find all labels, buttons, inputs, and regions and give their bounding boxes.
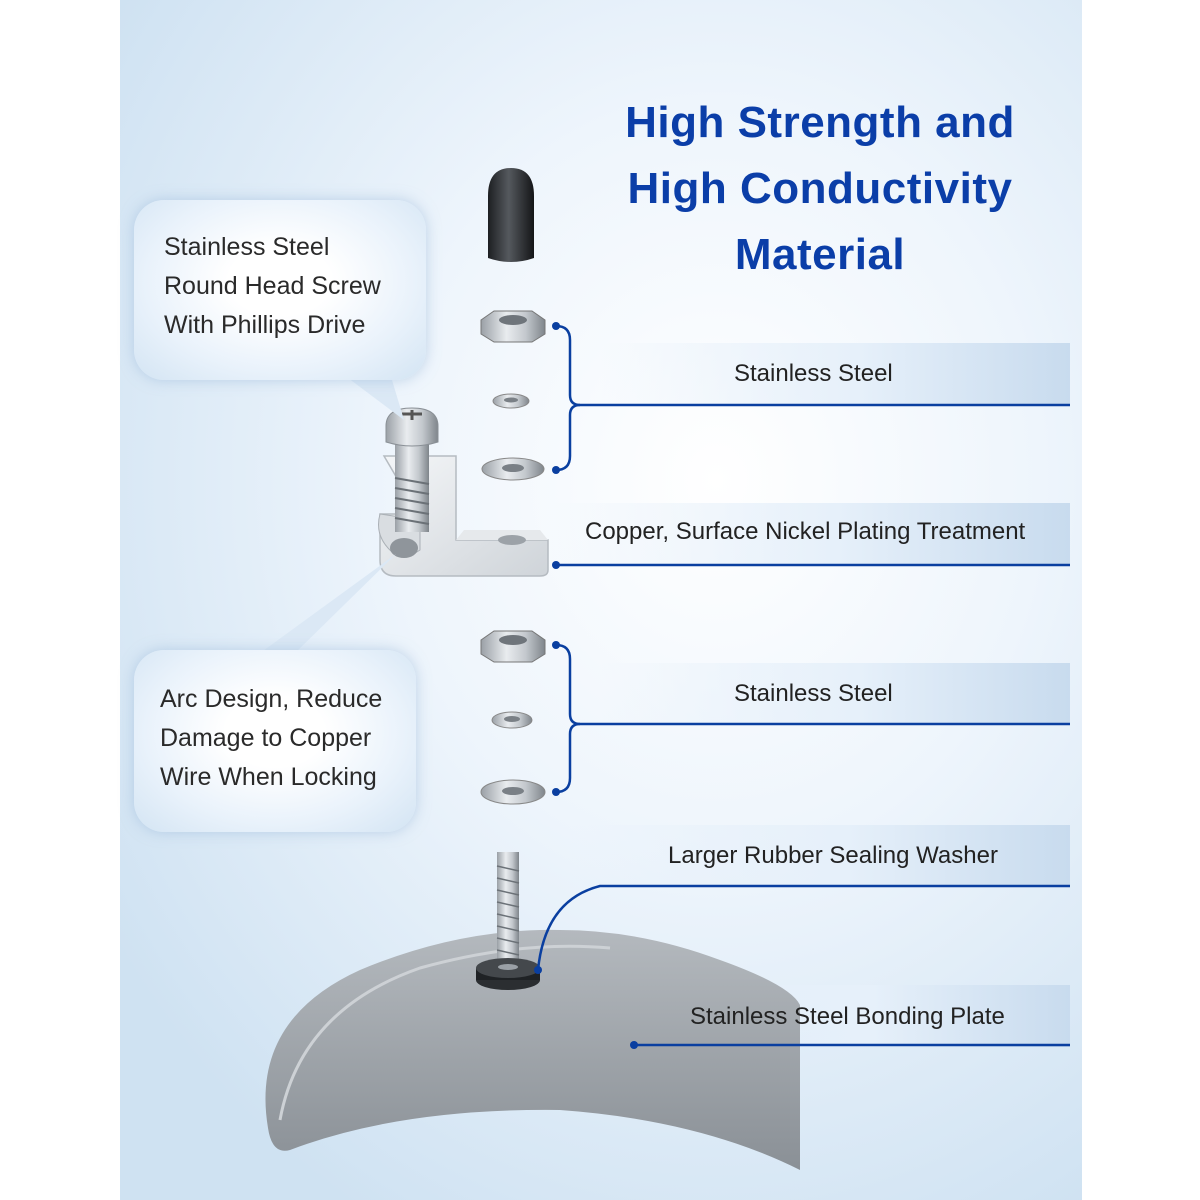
label-band-washer [570,825,1070,887]
rubber-cap-icon [488,168,534,262]
screw-callout-line2: Round Head Screw [164,272,381,300]
title-line1: High Strength and [625,98,1015,147]
screw-icon [385,407,439,532]
screw-callout-line1: Stainless Steel [164,233,330,261]
arc-callout-pointer [256,554,396,656]
bonding-plate-icon [265,929,800,1170]
leader-lines [536,324,1070,1047]
lower-flat-washer-icon [480,779,546,805]
rubber-washer-icon [476,958,540,990]
label-copper-lug: Copper, Surface Nickel Plating Treatment [585,518,1026,545]
title-line3: Material [734,230,906,279]
lower-small-washer-icon [491,711,533,729]
label-band-steel-lower [600,663,1070,725]
upper-nut-icon [480,310,546,343]
upper-small-washer-icon [492,393,530,409]
arc-callout-line3: Wire When Locking [160,763,377,791]
lower-nut-icon [480,630,546,663]
label-rubber-washer: Larger Rubber Sealing Washer [668,842,998,869]
arc-callout-line1: Arc Design, Reduce [160,685,383,713]
screw-callout-line3: With Phillips Drive [164,311,366,339]
page-title: High Strength and High Conductivity Mate… [560,90,1080,288]
label-band-steel-upper [600,343,1070,405]
label-band-lug [550,503,1070,565]
screw-callout: Stainless Steel Round Head Screw With Ph… [134,200,426,380]
screw-callout-pointer [348,378,404,420]
label-stainless-steel-upper: Stainless Steel [734,360,893,387]
label-stainless-steel-lower: Stainless Steel [734,680,893,707]
stud-bolt-icon [496,852,520,974]
upper-flat-washer-icon [481,457,545,481]
leader-dots [534,322,638,1049]
arc-callout: Arc Design, Reduce Damage to Copper Wire… [134,650,416,832]
title-line2: High Conductivity [627,164,1013,213]
arc-callout-line2: Damage to Copper [160,724,372,752]
label-bonding-plate: Stainless Steel Bonding Plate [690,1003,1005,1030]
